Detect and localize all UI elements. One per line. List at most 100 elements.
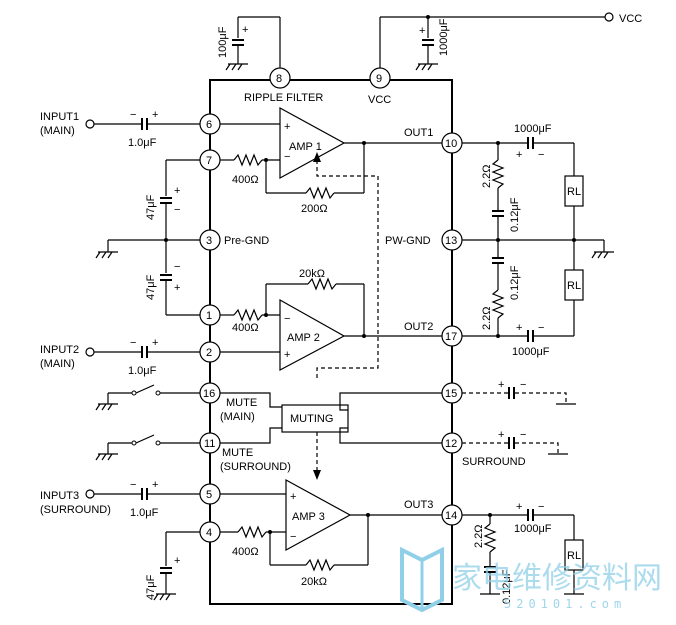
rl2-label: RL [567, 280, 581, 292]
vcc-pin-label: VCC [368, 94, 391, 106]
vcc-terminal [604, 12, 614, 22]
svg-text:+: + [174, 282, 180, 294]
muting-label: MUTING [290, 413, 333, 425]
pre-gnd-label: Pre-GND [224, 235, 269, 247]
pin-17: 17 [445, 331, 457, 343]
c012-1-value: 0.12μF [509, 197, 521, 232]
amp1-label: AMP 1 [289, 141, 322, 153]
svg-text:+: + [516, 501, 522, 513]
pin-9: 9 [376, 73, 382, 85]
pin-7: 7 [206, 155, 212, 167]
mute-surround-label: MUTE [222, 447, 253, 459]
watermark-url: 520101.com [504, 597, 626, 611]
book-logo-icon [400, 546, 444, 613]
svg-text:+: + [516, 322, 522, 334]
ripple-cap-value: 100μF [217, 26, 229, 58]
muting-block [281, 404, 349, 433]
ground-icon [591, 251, 614, 259]
ground-icon [95, 453, 118, 461]
out1-label: OUT1 [404, 127, 433, 139]
svg-text:+: + [290, 491, 296, 503]
input1-terminal [85, 119, 95, 129]
input3-sub: (SURROUND) [40, 504, 111, 516]
svg-text:+: + [498, 379, 504, 391]
ground-icon [153, 593, 176, 601]
input3-terminal [85, 489, 95, 499]
r22-3-value: 2.2Ω [473, 524, 485, 548]
svg-text:+: + [174, 555, 180, 567]
r20k-2-value: 20kΩ [299, 268, 325, 280]
amp2-triangle [279, 298, 346, 371]
r22-2-value: 2.2Ω [481, 306, 493, 330]
pin-2: 2 [206, 347, 212, 359]
c012-3-value: 0.12μF [501, 569, 513, 604]
svg-text:−: − [520, 379, 526, 391]
c47-amp3-value: 47μF [145, 574, 157, 600]
svg-text:−: − [284, 313, 290, 325]
input2-label: INPUT2 [40, 344, 79, 356]
svg-text:+: + [284, 349, 290, 361]
svg-text:+: + [419, 25, 425, 37]
svg-text:+: + [152, 479, 158, 491]
svg-text:−: − [174, 261, 180, 273]
surround-label: SURROUND [462, 456, 526, 468]
ground-icon [415, 63, 438, 71]
r20k-3-value: 20kΩ [301, 576, 327, 588]
mute-surround-switch [135, 434, 155, 444]
out2-cap-value: 1000μF [512, 346, 550, 358]
svg-text:+: + [498, 429, 504, 441]
pin-4: 4 [206, 527, 212, 539]
amp1-triangle [279, 106, 346, 180]
r400-3-value: 400Ω [232, 546, 259, 558]
ripple-capacitor [232, 39, 244, 46]
out3-cap-value: 1000μF [514, 523, 552, 535]
input2-sub: (MAIN) [40, 358, 75, 370]
svg-text:+: + [242, 24, 248, 36]
svg-text:+: + [284, 121, 290, 133]
pin-5: 5 [206, 489, 212, 501]
input3-cap-value: 1.0μF [130, 507, 159, 519]
pin-12: 12 [445, 438, 457, 450]
ripple-filter-label: RIPPLE FILTER [244, 92, 323, 104]
input1-label: INPUT1 [40, 111, 79, 123]
input1-sub: (MAIN) [40, 125, 75, 137]
ground-icon [95, 403, 118, 411]
mute-main-switch [135, 384, 155, 394]
amp3-label: AMP 3 [292, 511, 325, 523]
pin-14: 14 [445, 510, 457, 522]
out3-label: OUT3 [404, 499, 433, 511]
pin-15: 15 [445, 388, 457, 400]
svg-text:−: − [284, 151, 290, 163]
pin-10: 10 [445, 138, 457, 150]
input2-terminal [85, 347, 95, 357]
svg-text:−: − [130, 109, 136, 121]
mute-surround-sub: (SURROUND) [220, 461, 291, 473]
pin-11: 11 [204, 438, 215, 450]
ground-icon [225, 63, 248, 71]
amp3-triangle [285, 478, 352, 552]
watermark: 家电维修资料网 520101.com [400, 546, 662, 613]
c47-bot-value: 47μF [145, 274, 157, 300]
svg-text:−: − [290, 531, 296, 543]
r400-1-value: 400Ω [232, 174, 259, 186]
mute-main-sub: (MAIN) [220, 411, 255, 423]
ground-icon [95, 251, 118, 259]
watermark-text: 家电维修资料网 [452, 561, 662, 596]
pin-6: 6 [206, 119, 212, 131]
pin-1: 1 [206, 310, 212, 322]
r22-1-value: 2.2Ω [481, 164, 493, 188]
svg-text:−: − [130, 337, 136, 349]
vcc-cap-value: 1000μF [438, 18, 450, 56]
c012-2-value: 0.12μF [509, 265, 521, 300]
vcc-capacitor [422, 39, 434, 46]
r400-2-value: 400Ω [232, 322, 259, 334]
mute-main-label: MUTE [226, 397, 257, 409]
input3-label: INPUT3 [40, 490, 79, 502]
input2-cap-value: 1.0μF [128, 365, 157, 377]
svg-text:+: + [152, 109, 158, 121]
c47-top-value: 47μF [145, 194, 157, 220]
out1-cap-value: 1000μF [514, 123, 552, 135]
out2-label: OUT2 [404, 321, 433, 333]
amp2-label: AMP 2 [287, 332, 320, 344]
